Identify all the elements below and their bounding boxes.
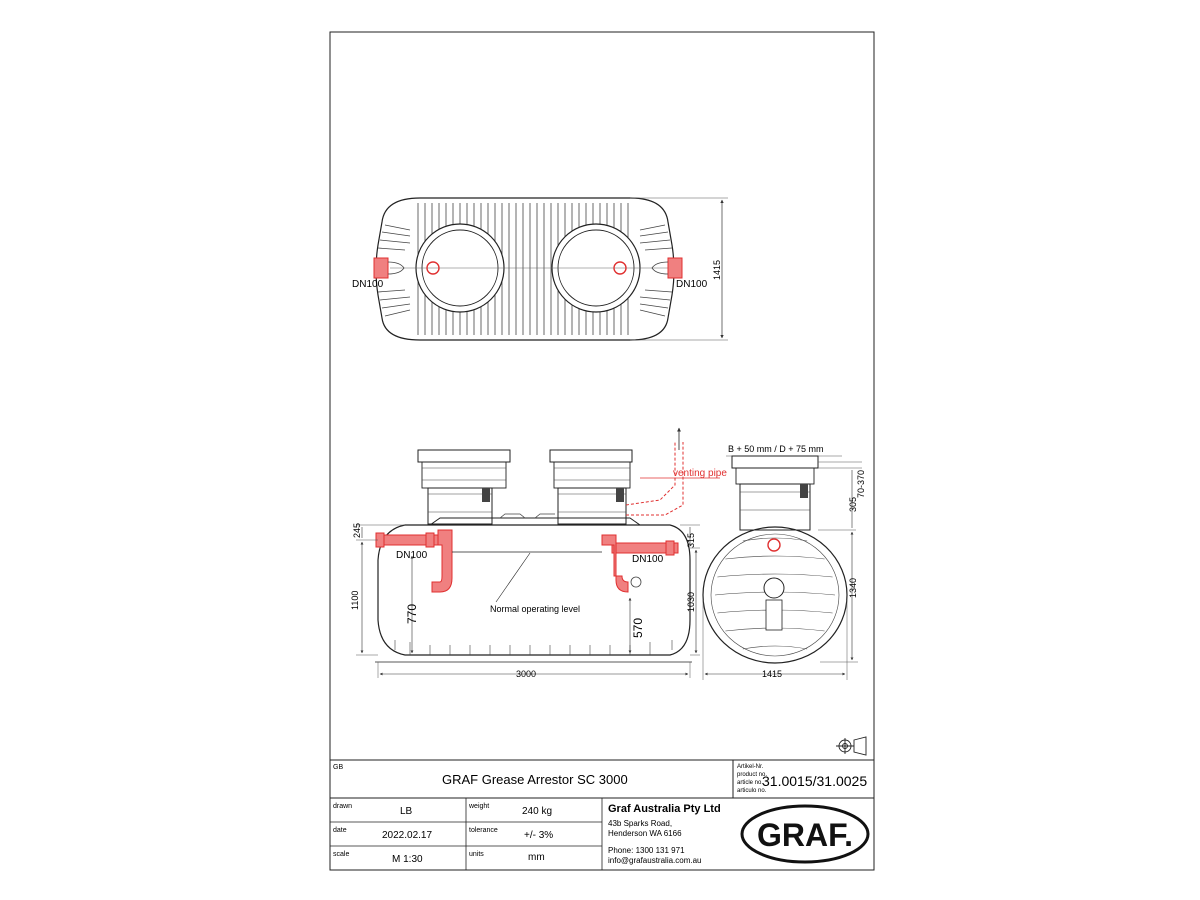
end-view-pipe-marker (767, 538, 781, 552)
end-rib-arc (742, 537, 808, 542)
venting-pipe (625, 442, 676, 506)
dim-3000: 3000 (516, 669, 536, 679)
dim-305: 305 (848, 497, 858, 512)
outlet-pipe (611, 542, 679, 554)
end-rib-arc (725, 555, 825, 560)
dim-1100: 1100 (350, 591, 360, 610)
top-view-left-label: DN100 (352, 279, 384, 290)
top-view-width-dim: 1415 (712, 260, 722, 280)
company-name: Graf Australia Pty Ltd (608, 803, 721, 815)
right-riser-cover (549, 449, 633, 463)
outlet-label: DN100 (632, 554, 664, 565)
end-view-riser-shaft (739, 483, 811, 531)
dim-70-370: 70-370 (856, 470, 866, 498)
company-address-2: Henderson WA 6166 (608, 829, 682, 838)
row-scale-value: M 1:30 (392, 854, 423, 865)
end-rib-arc (742, 645, 808, 650)
article-label-1: Artikel-Nr. (737, 764, 764, 770)
graf-logo: GRAF. (740, 804, 870, 864)
row-tolerance-value: +/- 3% (524, 830, 553, 841)
company-phone: Phone: 1300 131 971 (608, 846, 685, 855)
row-drawn-label: drawn (333, 803, 352, 810)
row-units-value: mm (528, 852, 545, 863)
company-address-1: 43b Sparks Road, (608, 819, 672, 828)
dim-570: 570 (631, 618, 645, 638)
right-riser-shaft (557, 487, 627, 525)
article-label-2: product no. (737, 772, 767, 778)
left-riser-cover (417, 449, 511, 463)
end-view: B + 50 mm / D + 75 mm 70-370 305 1340 14… (702, 444, 866, 680)
row-tolerance-label: tolerance (469, 827, 498, 834)
dim-1415: 1415 (762, 669, 782, 679)
inlet-tee (431, 529, 453, 593)
top-view-right-label: DN100 (676, 279, 708, 290)
row-drawn-value: LB (400, 806, 413, 817)
end-view-tank (702, 526, 848, 664)
dim-315: 315 (686, 533, 696, 548)
inlet-connector-top (373, 257, 389, 279)
outlet-connector-top (667, 257, 683, 279)
row-weight-label: weight (468, 803, 489, 810)
side-view: venting pipe DN100 DN100 Normal operatin… (350, 427, 727, 679)
end-view-riser-cover (731, 455, 819, 469)
left-riser-shaft (427, 487, 493, 525)
article-number: 31.0015/31.0025 (762, 773, 867, 789)
outlet-pipe-top-marker (613, 261, 627, 275)
article-label-3: article no. (737, 780, 763, 786)
projection-symbol-icon (836, 736, 867, 756)
article-label-4: articulo no. (737, 788, 767, 794)
company-email: info@grafaustralia.com.au (608, 856, 702, 865)
inlet-pipe-top-marker (426, 261, 440, 275)
venting-pipe-label: venting pipe (673, 468, 727, 479)
dim-1030: 1030 (686, 592, 696, 612)
row-scale-label: scale (333, 851, 349, 858)
end-rib-arc (717, 573, 833, 578)
graf-logo-text: GRAF. (757, 817, 853, 853)
dim-1340: 1340 (848, 578, 858, 598)
row-date-label: date (333, 827, 347, 834)
dim-770: 770 (405, 604, 419, 624)
language-code: GB (333, 764, 343, 771)
cover-note: B + 50 mm / D + 75 mm (728, 444, 824, 454)
drawing-title: GRAF Grease Arrestor SC 3000 (442, 772, 628, 787)
row-units-label: units (469, 851, 484, 858)
row-weight-value: 240 kg (522, 806, 552, 817)
title-block: GB GRAF Grease Arrestor SC 3000 Artikel-… (330, 759, 874, 870)
dim-245: 245 (352, 523, 362, 538)
side-view-tank-body (377, 524, 691, 656)
top-view: DN100 DN100 1415 (352, 197, 728, 341)
inlet-label: DN100 (396, 550, 428, 561)
top-view-end-ribs-left (377, 224, 411, 317)
row-date-value: 2022.02.17 (382, 830, 432, 841)
top-view-end-ribs-right (639, 224, 673, 317)
operating-level-label: Normal operating level (490, 604, 580, 614)
outlet-tee (601, 534, 629, 593)
